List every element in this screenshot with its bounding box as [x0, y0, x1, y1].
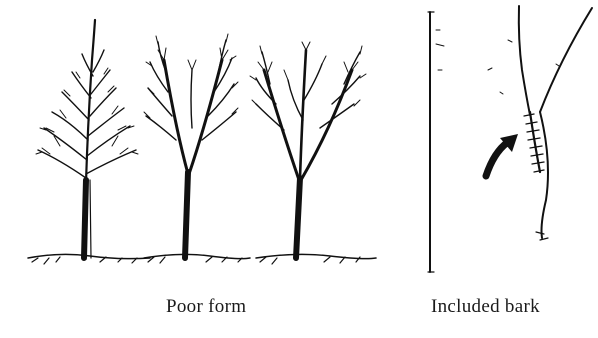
curved-arrow-icon [486, 134, 518, 176]
tree-codominant-fork [144, 34, 250, 263]
caption-included-bark: Included bark [431, 296, 540, 318]
tree-multi-stem [250, 42, 376, 264]
tree-narrow-upright [28, 20, 150, 264]
caption-poor-form: Poor form [166, 296, 246, 318]
